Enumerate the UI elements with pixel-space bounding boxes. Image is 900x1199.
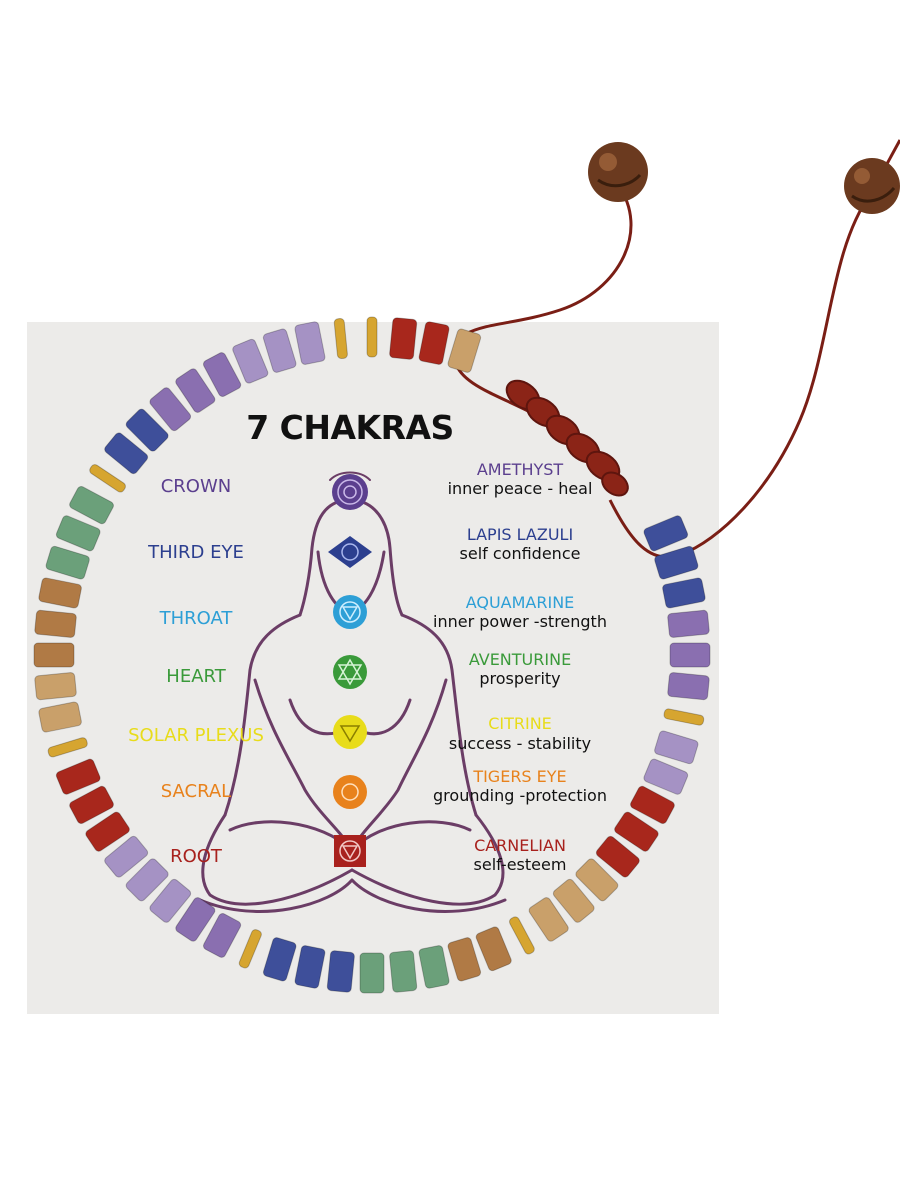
chakra-crown-icon xyxy=(332,474,368,510)
stone-name-amethyst: AMETHYST xyxy=(476,460,564,479)
chakra-throat-icon xyxy=(333,595,367,629)
gemstone-bead xyxy=(614,811,659,852)
stone-name-tigers-eye: TIGERS EYE xyxy=(473,767,567,786)
gemstone-bead xyxy=(125,858,169,902)
stone-name-citrine: CITRINE xyxy=(488,714,552,733)
gemstone-bead xyxy=(575,858,619,902)
gemstone-bead xyxy=(667,609,710,638)
gemstone-bead xyxy=(85,811,130,852)
chakra-third-eye-icon xyxy=(328,536,372,568)
gold-spacer-bead xyxy=(508,916,535,955)
gemstone-bead xyxy=(69,485,114,525)
gemstone-bead xyxy=(33,642,75,668)
gemstone-bead xyxy=(69,785,114,825)
gemstone-bead xyxy=(34,609,77,638)
meditating-figure xyxy=(198,471,507,913)
gemstone-bead xyxy=(654,545,699,580)
gemstone-bead xyxy=(643,758,689,795)
gemstone-bead xyxy=(447,937,482,982)
chakra-name-root: ROOT xyxy=(170,846,222,867)
gold-spacer-bead xyxy=(89,464,126,493)
gemstone-bead xyxy=(418,945,450,989)
stone-meaning-carnelian: self-esteem xyxy=(473,855,567,874)
gold-spacer-bead xyxy=(238,929,262,969)
gemstone-bead xyxy=(595,835,640,878)
gold-spacer-bead xyxy=(47,737,88,758)
gemstone-bead xyxy=(34,672,77,701)
gemstone-bead-ring xyxy=(33,316,711,994)
gemstone-bead xyxy=(232,338,269,384)
chakra-name-sacral: SACRAL xyxy=(160,781,232,802)
chakra-root-icon xyxy=(334,835,366,867)
chakra-name-heart: HEART xyxy=(166,666,226,687)
gemstone-bead xyxy=(528,897,569,942)
gemstone-bead xyxy=(55,758,101,795)
gemstone-bead xyxy=(104,432,149,475)
gold-spacer-bead xyxy=(333,318,348,360)
wood-bead-left xyxy=(588,142,648,202)
gemstone-bead xyxy=(667,672,710,701)
gemstone-bead xyxy=(294,321,326,365)
stone-name-aventurine: AVENTURINE xyxy=(468,650,572,669)
gemstone-bead xyxy=(630,785,675,825)
gemstone-bead xyxy=(202,913,242,958)
chakra-name-third-eye: THIRD EYE xyxy=(148,542,244,563)
gemstone-bead xyxy=(654,730,699,765)
gemstone-bead xyxy=(643,515,689,552)
chakra-name-crown: CROWN xyxy=(160,476,232,497)
gold-spacer-bead xyxy=(366,316,378,358)
chakra-name-solar-plexus: SOLAR PLEXUS xyxy=(128,725,264,746)
gemstone-bead xyxy=(552,878,595,923)
stone-meaning-citrine: success - stability xyxy=(448,734,592,753)
gemstone-bead xyxy=(262,328,297,373)
chakra-name-throat: THROAT xyxy=(159,608,233,629)
gemstone-bead xyxy=(669,642,711,668)
chakra-sacral-icon xyxy=(333,775,367,809)
gemstone-bead xyxy=(326,950,355,993)
chakra-solar-plexus-icon xyxy=(333,715,367,749)
stone-meaning-aquamarine: inner power -strength xyxy=(433,612,607,631)
gemstone-bead xyxy=(45,545,90,580)
macrame-knot xyxy=(505,379,629,497)
gemstone-bead xyxy=(418,321,450,365)
stone-meaning-tigers-eye: grounding -protection xyxy=(433,786,607,805)
gemstone-bead xyxy=(149,878,192,923)
gemstone-bead xyxy=(389,317,418,360)
gemstone-bead xyxy=(38,701,82,733)
gemstone-bead xyxy=(104,835,149,878)
gemstone-bead xyxy=(55,515,101,552)
gemstone-bead xyxy=(475,926,512,972)
card-title: 7 CHAKRAS xyxy=(246,408,454,447)
stone-name-carnelian: CARNELIAN xyxy=(474,836,566,855)
gemstone-bead xyxy=(262,937,297,982)
gemstone-bead xyxy=(389,950,418,993)
gemstone-bead xyxy=(662,577,706,609)
gemstone-bead xyxy=(149,387,192,432)
gemstone-bead xyxy=(202,352,242,397)
gemstone-bead xyxy=(175,897,216,942)
chakra-heart-icon xyxy=(333,655,367,689)
gemstone-bead xyxy=(38,577,82,609)
gemstone-bead xyxy=(359,952,385,994)
stone-name-lapis-lazuli: LAPIS LAZULI xyxy=(466,525,574,544)
gemstone-bead xyxy=(125,408,169,452)
gold-spacer-bead xyxy=(663,708,705,726)
gemstone-bead xyxy=(294,945,326,989)
stone-name-aquamarine: AQUAMARINE xyxy=(465,593,575,612)
stone-meaning-amethyst: inner peace - heal xyxy=(447,479,593,498)
gemstone-bead xyxy=(175,368,216,413)
wood-bead-right xyxy=(844,158,900,214)
stone-meaning-lapis-lazuli: self confidence xyxy=(459,544,581,563)
gemstone-bead xyxy=(447,328,482,373)
stone-meaning-aventurine: prosperity xyxy=(479,669,561,688)
